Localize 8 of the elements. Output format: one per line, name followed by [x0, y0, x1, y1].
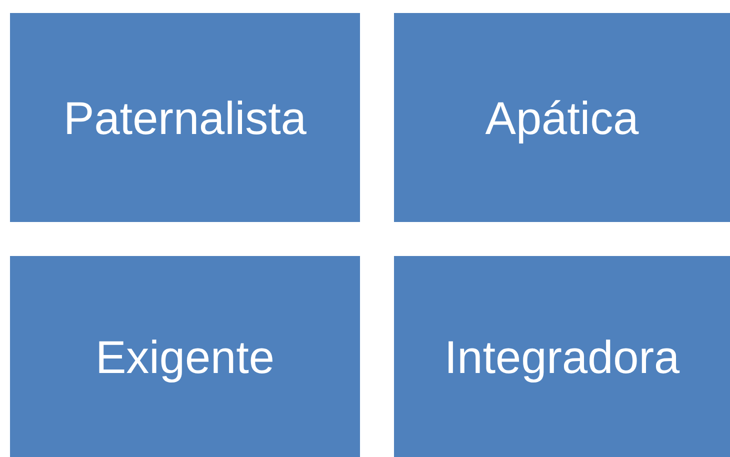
box-label: Paternalista [64, 90, 306, 144]
box-label: Apática [485, 90, 639, 144]
category-box [10, 13, 360, 222]
box-label: Exigente [95, 330, 274, 384]
category-box [394, 256, 730, 457]
box-label: Integradora [444, 330, 680, 384]
category-box [10, 256, 360, 457]
category-box [394, 13, 730, 222]
